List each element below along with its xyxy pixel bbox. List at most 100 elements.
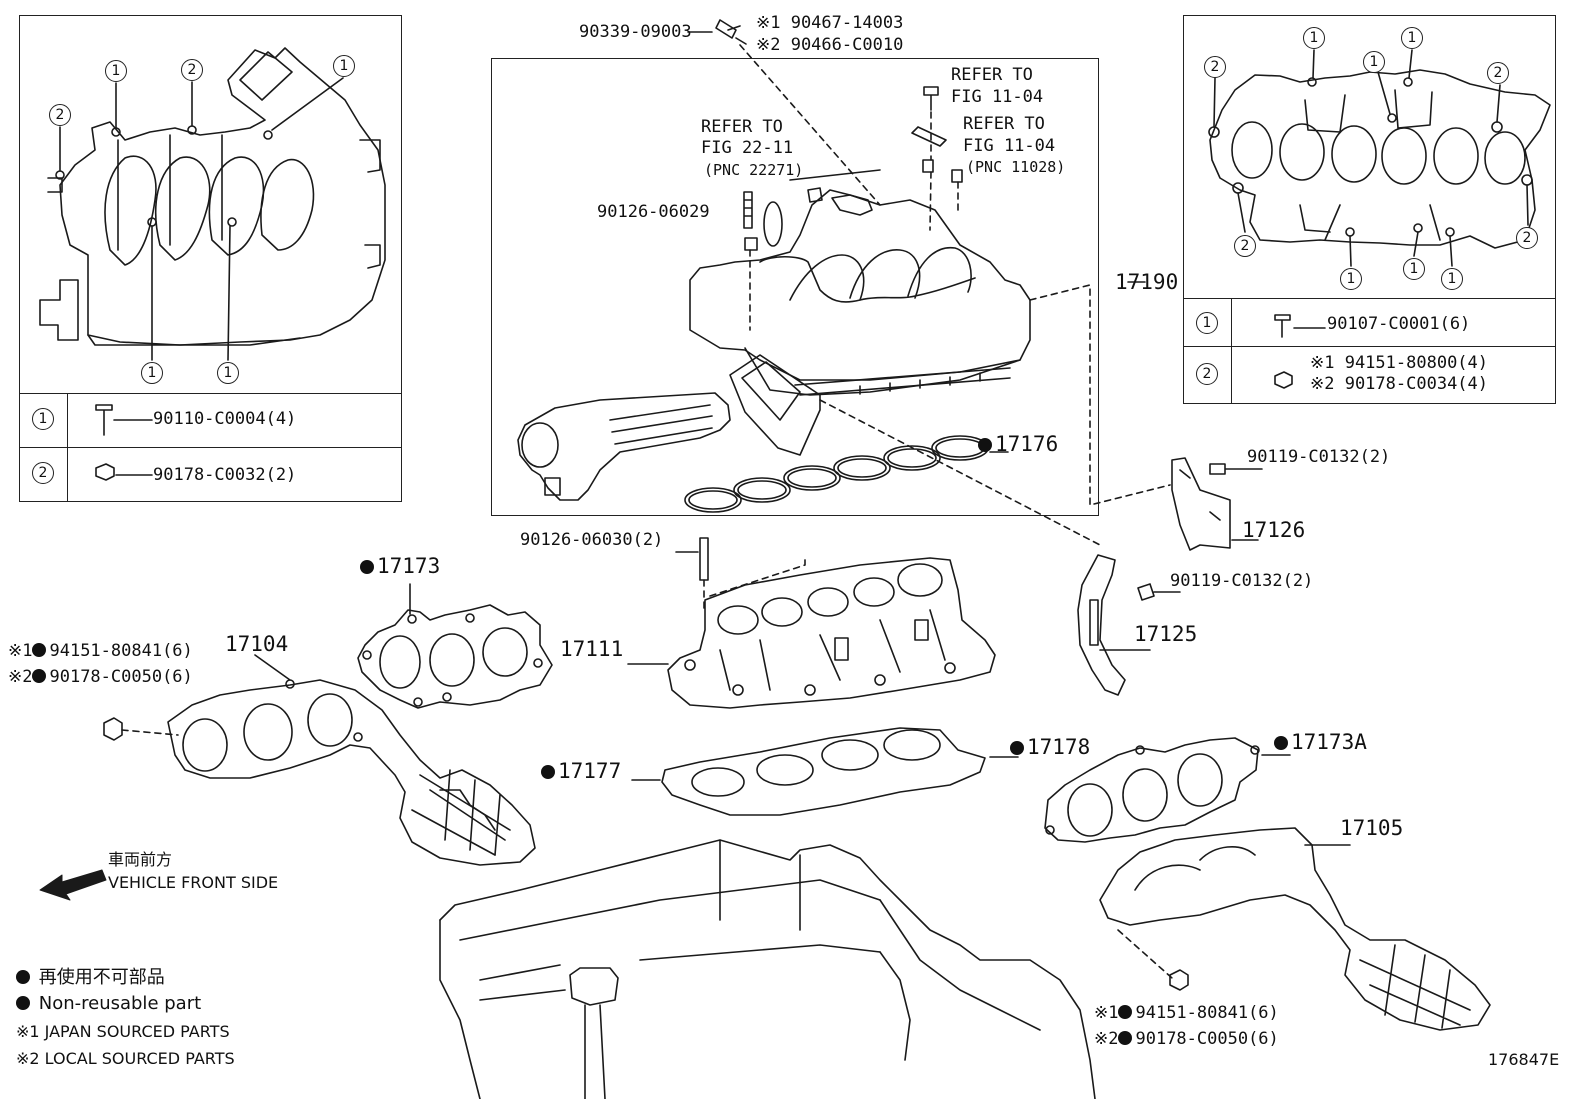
part-number-17173: 17173 (360, 554, 440, 578)
legend-non-reusable-jp-text: 再使用不可部品 (38, 967, 165, 988)
inset-right-legend-col (1231, 298, 1232, 404)
non-reusable-dot (32, 643, 47, 657)
bracket-17125-drawing (1077, 554, 1181, 696)
part-number-90126-06030: 90126-06030(2) (520, 530, 664, 550)
inset-left-legend-divider (19, 447, 402, 448)
part-number-17111: 17111 (560, 637, 624, 661)
legend-non-reusable-en: Non-reusable part (16, 994, 201, 1014)
part-number-90119-C0132-b: 90119-C0132(2) (1170, 571, 1314, 591)
part-number-17178: 17178 (1010, 735, 1090, 759)
part-number-17177: 17177 (541, 759, 621, 783)
legend-non-reusable-en-text: Non-reusable part (38, 993, 202, 1014)
inset-right-legend-top (1183, 298, 1556, 299)
callout-2: 2 (1234, 235, 1256, 257)
part-number-17178-text: 17178 (1027, 735, 1091, 759)
legend-japan-sourced: ※1 JAPAN SOURCED PARTS (16, 1022, 230, 1041)
refer-note-b-line2: FIG 11-04 (963, 136, 1056, 156)
part-number-90178-C0050-left-text: 90178-C0050(6) (49, 667, 193, 687)
vehicle-front-jp: 車両前方 (108, 850, 173, 869)
part-number-94151-80841-right-text: 94151-80841(6) (1135, 1003, 1279, 1023)
part-number-17190: 17190 (1115, 270, 1179, 294)
callout-2: 2 (1516, 227, 1538, 249)
inset-right-gasket-drawing (1208, 49, 1551, 389)
part-number-90178-C0050-left: ※2 90178-C0050(6) (8, 667, 193, 687)
callout-2: 2 (1487, 62, 1509, 84)
part-number-17176-text: 17176 (995, 432, 1059, 456)
callout-2: 2 (49, 104, 71, 126)
callout-1: 1 (1401, 27, 1423, 49)
callout-1: 1 (1441, 268, 1463, 290)
japan-sourced-mark: ※1 (1094, 1003, 1119, 1023)
part-number-90466-C0010: ※2 90466-C0010 (756, 35, 904, 55)
callout-1: 1 (217, 362, 239, 384)
part-number-17173A-text: 17173A (1291, 730, 1367, 754)
part-number-90178-C0032: 90178-C0032(2) (153, 465, 297, 485)
part-number-94151-80841-left: ※1 94151-80841(6) (8, 641, 193, 661)
legend-marker-1: 1 (1196, 312, 1218, 334)
callout-1: 1 (1303, 27, 1325, 49)
non-reusable-dot (1118, 1005, 1133, 1019)
legend-marker-2: 2 (1196, 363, 1218, 385)
callout-1: 1 (141, 362, 163, 384)
part-number-90178-C0050-right-text: 90178-C0050(6) (1135, 1029, 1279, 1049)
part-number-94151-80841-left-text: 94151-80841(6) (49, 641, 193, 661)
engine-block-drawing (439, 839, 1096, 1099)
refer-note-b-line1: REFER TO (963, 114, 1045, 134)
callout-2: 2 (1204, 56, 1226, 78)
bracket-17126-drawing (1171, 457, 1263, 551)
inset-right-legend-divider (1183, 346, 1556, 347)
inset-right-frame (1183, 15, 1556, 404)
non-reusable-dot (1118, 1031, 1133, 1045)
non-reusable-dot (16, 970, 30, 984)
japan-sourced-mark: ※1 (8, 641, 33, 661)
vehicle-front-en: VEHICLE FRONT SIDE (108, 873, 279, 892)
refer-note-c-line1: REFER TO (701, 117, 783, 137)
part-number-90178-C0050-right: ※2 90178-C0050(6) (1094, 1029, 1279, 1049)
refer-note-b-pnc: (PNC 11028) (966, 158, 1066, 176)
local-sourced-mark: ※2 (1094, 1029, 1119, 1049)
part-number-17125: 17125 (1134, 622, 1198, 646)
refer-note-c-line2: FIG 22-11 (701, 138, 794, 158)
legend-marker-1: 1 (32, 408, 54, 430)
callout-1: 1 (1363, 51, 1385, 73)
inset-left-legend-col (67, 393, 68, 502)
non-reusable-dot (1010, 741, 1024, 755)
leader-lines (687, 25, 741, 33)
upper-intake-frame (491, 58, 1099, 516)
lower-intake-17111-drawing (627, 537, 996, 709)
diagram-id: 176847E (1488, 1050, 1560, 1069)
gaskets-17177-17178-drawing (631, 727, 1019, 816)
non-reusable-dot (541, 765, 555, 779)
callout-1: 1 (333, 55, 355, 77)
callout-2: 2 (181, 59, 203, 81)
gasket-17173A-drawing (1044, 737, 1291, 843)
non-reusable-dot (16, 996, 30, 1010)
part-number-90107-C0001: 90107-C0001(6) (1327, 314, 1471, 334)
part-number-17173-text: 17173 (377, 554, 441, 578)
part-number-90178-C0034: ※2 90178-C0034(4) (1310, 374, 1489, 394)
part-number-90339-09003: 90339-09003 (579, 22, 692, 42)
part-number-94151-80800: ※1 94151-80800(4) (1310, 353, 1489, 373)
refer-note-c-pnc: (PNC 22271) (704, 161, 804, 179)
non-reusable-dot (1274, 736, 1288, 750)
non-reusable-dot (32, 669, 47, 683)
non-reusable-dot (978, 438, 992, 452)
part-number-17104: 17104 (225, 632, 289, 656)
exhaust-manifold-17105-drawing (1099, 827, 1491, 1031)
gasket-17173-drawing (357, 583, 553, 709)
local-sourced-mark: ※2 (8, 667, 33, 687)
callout-1: 1 (1403, 258, 1425, 280)
callout-1: 1 (1340, 268, 1362, 290)
non-reusable-dot (360, 560, 374, 574)
part-number-17105: 17105 (1340, 816, 1404, 840)
part-number-90110-C0004: 90110-C0004(4) (153, 409, 297, 429)
part-number-90467-14003: ※1 90467-14003 (756, 13, 904, 33)
legend-marker-2: 2 (32, 462, 54, 484)
callout-1: 1 (105, 60, 127, 82)
legend-local-sourced: ※2 LOCAL SOURCED PARTS (16, 1049, 235, 1068)
refer-note-a-line2: FIG 11-04 (951, 87, 1044, 107)
front-arrow-drawing (39, 869, 107, 901)
legend-non-reusable-jp: 再使用不可部品 (16, 968, 165, 988)
upper-intake-drawing (517, 19, 1171, 546)
